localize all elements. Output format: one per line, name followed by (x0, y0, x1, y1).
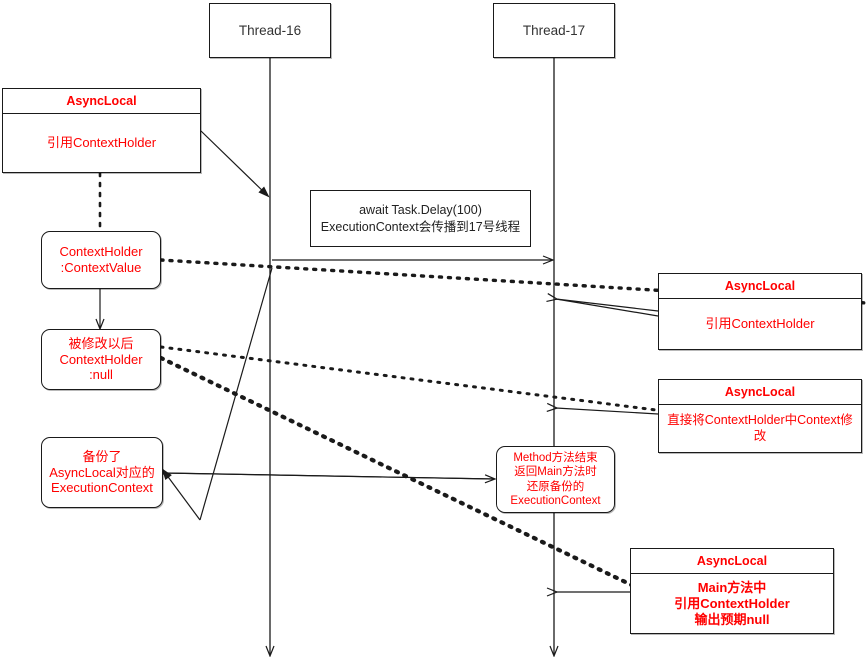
arrow-right-asynclocal-to-thread17-b (555, 298, 659, 312)
context-holder-body: ContextHolder :ContextValue (59, 244, 143, 275)
method-restore-box[interactable]: Method方法结束 返回Main方法时 还原备份的 ExecutionCont… (496, 446, 615, 513)
await-note-box[interactable]: await Task.Delay(100) ExecutionContext会传… (310, 190, 531, 247)
asynclocal-right-top-header: AsyncLocal (659, 274, 861, 300)
asynclocal-left-body: 引用ContextHolder (46, 135, 157, 151)
arrow-backup-to-thread16-up (199, 267, 273, 521)
asynclocal-right-bottom-header: AsyncLocal (631, 549, 833, 575)
arrow-asynclocal-to-thread16 (200, 130, 268, 196)
dotted-modified-to-right-mid (159, 345, 658, 412)
asynclocal-right-mid-body: 直接将ContextHolder中Context修改 (667, 413, 853, 443)
asynclocal-left-header: AsyncLocal (3, 89, 200, 115)
arrow-thread16-to-backup (163, 470, 201, 521)
asynclocal-left-box[interactable]: AsyncLocal 引用ContextHolder (2, 88, 201, 173)
lifeline-head-thread-16[interactable]: Thread-16 (209, 3, 331, 58)
modified-holder-body: 被修改以后 ContextHolder :null (59, 335, 143, 383)
modified-holder-box[interactable]: 被修改以后 ContextHolder :null (41, 329, 161, 390)
lifeline-head-thread-16-label: Thread-16 (238, 23, 302, 38)
dotted-modified-to-bottom-right (158, 355, 649, 595)
backup-context-box[interactable]: 备份了 AsyncLocal对应的 ExecutionContext (41, 437, 163, 508)
arrow-method-restore-to-backup (165, 473, 495, 480)
lifeline-head-thread-17-label: Thread-17 (522, 23, 586, 38)
asynclocal-right-top-body: 引用ContextHolder (705, 316, 815, 332)
asynclocal-right-top-box[interactable]: AsyncLocal 引用ContextHolder (658, 273, 862, 350)
await-note-body: await Task.Delay(100) ExecutionContext会传… (320, 203, 521, 234)
arrow-right-mid-to-thread17 (556, 408, 659, 415)
context-holder-box[interactable]: ContextHolder :ContextValue (41, 231, 161, 289)
asynclocal-right-bottom-body: Main方法中 引用ContextHolder 输出预期null (674, 579, 790, 627)
arrow-right-asynclocal-to-thread17 (556, 299, 659, 317)
asynclocal-right-mid-box[interactable]: AsyncLocal 直接将ContextHolder中Context修改 (658, 379, 862, 453)
asynclocal-right-bottom-box[interactable]: AsyncLocal Main方法中 引用ContextHolder 输出预期n… (630, 548, 834, 634)
asynclocal-right-mid-header: AsyncLocal (659, 380, 861, 406)
lifeline-head-thread-17[interactable]: Thread-17 (493, 3, 615, 58)
method-restore-body: Method方法结束 返回Main方法时 还原备份的 ExecutionCont… (510, 452, 601, 507)
backup-context-body: 备份了 AsyncLocal对应的 ExecutionContext (49, 448, 155, 496)
